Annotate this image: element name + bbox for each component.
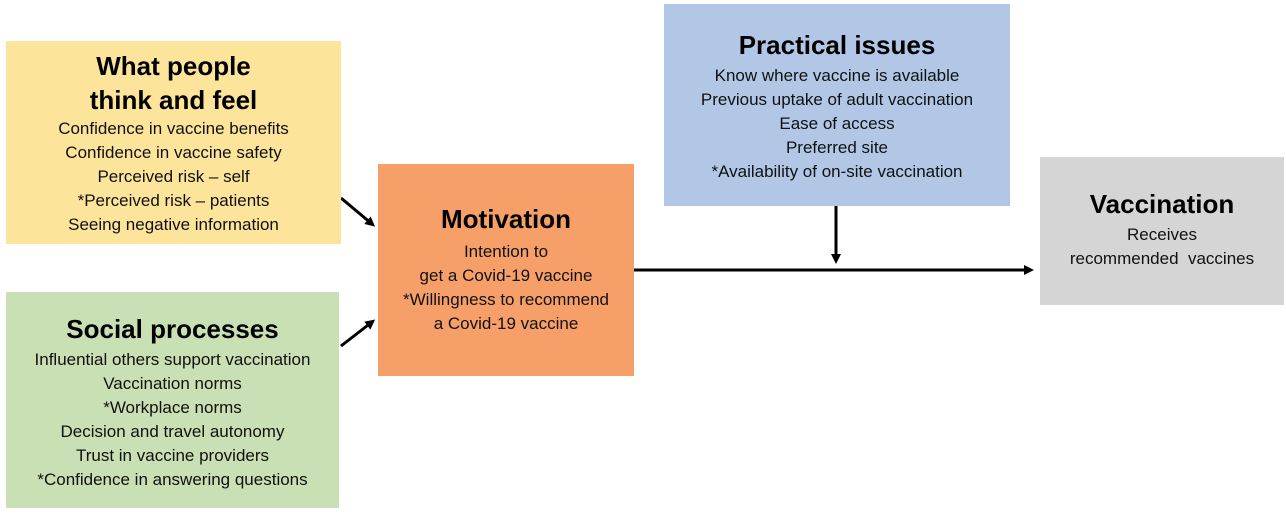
list-item: Seeing negative information: [68, 215, 279, 234]
list-item: Previous uptake of adult vaccination: [700, 90, 974, 109]
think-feel-title-line1: What people: [96, 51, 251, 81]
list-item: Preferred site: [785, 138, 889, 157]
list-item: *Availability of on-site vaccination: [711, 162, 963, 181]
practical-issues-title: Practical issues: [738, 30, 936, 60]
list-item: *Confidence in answering questions: [37, 470, 308, 489]
list-item: Perceived risk – self: [97, 167, 250, 186]
list-item: get a Covid-19 vaccine: [419, 266, 593, 285]
list-item: Confidence in vaccine benefits: [58, 119, 289, 138]
motivation-title: Motivation: [441, 204, 571, 234]
practical-issues-box: Practical issues Know where vaccine is a…: [664, 4, 1010, 206]
list-item: Trust in vaccine providers: [75, 446, 270, 465]
think-feel-box: What people think and feel Confidence in…: [6, 41, 341, 244]
list-item: Decision and travel autonomy: [60, 422, 285, 441]
motivation-box: Motivation Intention to get a Covid-19 v…: [378, 164, 634, 376]
list-item: Influential others support vaccination: [34, 350, 311, 369]
list-item: Intention to: [463, 242, 549, 261]
list-item: recommended vaccines: [1069, 249, 1255, 268]
list-item: *Workplace norms: [103, 398, 242, 417]
list-item: a Covid-19 vaccine: [433, 314, 579, 333]
social-processes-title: Social processes: [66, 314, 279, 344]
list-item: *Perceived risk – patients: [77, 191, 270, 210]
list-item: *Willingness to recommend: [403, 290, 609, 309]
arrow-think-to-motivation: [340, 196, 376, 227]
list-item: Vaccination norms: [103, 374, 242, 393]
list-item: Know where vaccine is available: [714, 66, 960, 85]
social-processes-box: Social processes Influential others supp…: [6, 292, 339, 508]
list-item: Confidence in vaccine safety: [65, 143, 282, 162]
think-feel-title-line2: think and feel: [89, 85, 258, 115]
vaccination-box: Vaccination Receives recommended vaccine…: [1040, 157, 1284, 305]
list-item: Receives: [1127, 225, 1197, 244]
vaccination-title: Vaccination: [1089, 189, 1235, 219]
list-item: Ease of access: [779, 114, 895, 133]
arrow-social-to-motivation: [340, 319, 376, 348]
